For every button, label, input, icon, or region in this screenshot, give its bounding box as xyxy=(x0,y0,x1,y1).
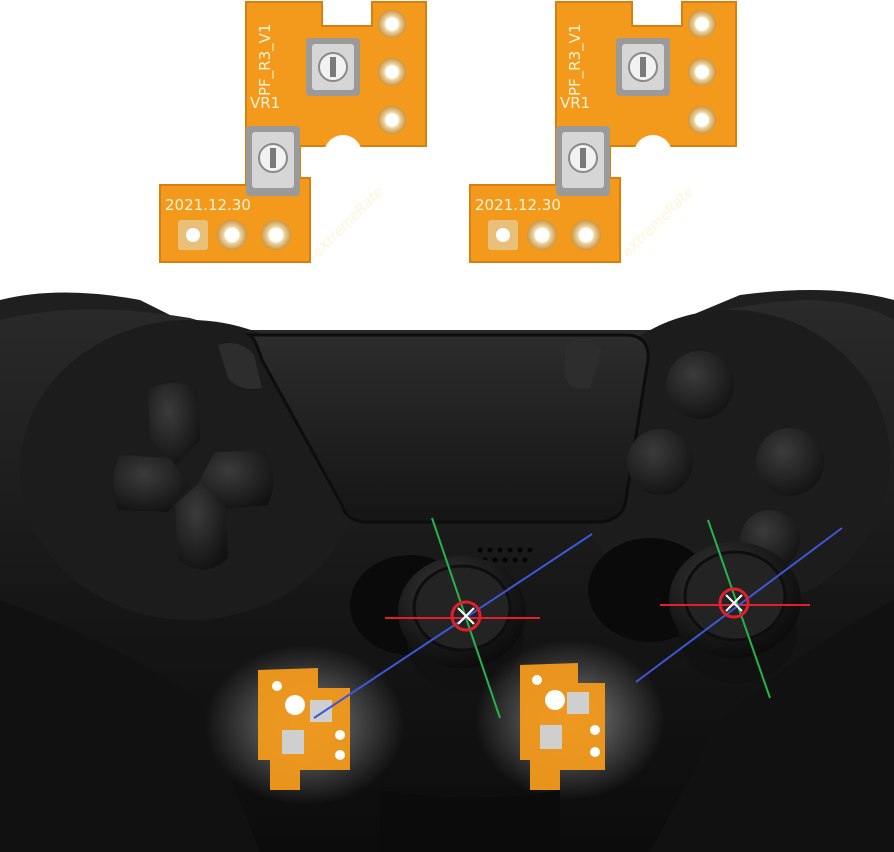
dpad-right xyxy=(198,450,274,510)
center-marker xyxy=(450,600,482,632)
trim-potentiometer xyxy=(246,126,300,196)
face-button-circle xyxy=(756,428,824,496)
pcb-board-left: PF_R3_V1 VR1 2021.12.30 eXtremeRate xyxy=(159,1,427,263)
face-button-square xyxy=(627,429,693,495)
dpad-left xyxy=(113,455,190,512)
d-pad xyxy=(113,382,274,570)
touchpad xyxy=(244,333,650,524)
trim-potentiometer xyxy=(616,38,670,96)
trim-potentiometer xyxy=(306,38,360,96)
board-label: PF_R3_V1 xyxy=(566,24,585,96)
board-brand: eXtremeRate xyxy=(620,184,697,261)
face-button-triangle xyxy=(666,351,734,419)
left-stick-axes xyxy=(313,517,593,719)
diagonal-axis-line xyxy=(635,527,843,683)
dpad-up xyxy=(148,382,200,465)
options-button xyxy=(565,341,602,389)
pcb-board-right: PF_R3_V1 VR1 2021.12.30 eXtremeRate xyxy=(469,1,737,263)
dpad-down xyxy=(175,482,228,570)
board-vr-label: VR1 xyxy=(250,94,280,112)
board-vr-label: VR1 xyxy=(560,94,590,112)
pcb-insert-left xyxy=(205,645,405,805)
share-button xyxy=(218,342,262,389)
board-brand: eXtremeRate xyxy=(310,184,387,261)
game-controller xyxy=(0,290,894,852)
board-date: 2021.12.30 xyxy=(165,196,251,214)
diagonal-axis-line xyxy=(313,533,593,719)
trim-potentiometer xyxy=(556,126,610,196)
board-date: 2021.12.30 xyxy=(475,196,561,214)
board-label: PF_R3_V1 xyxy=(256,24,275,96)
pcb-insert-right xyxy=(475,640,665,800)
center-marker xyxy=(718,587,750,619)
right-stick-axes xyxy=(635,519,843,699)
